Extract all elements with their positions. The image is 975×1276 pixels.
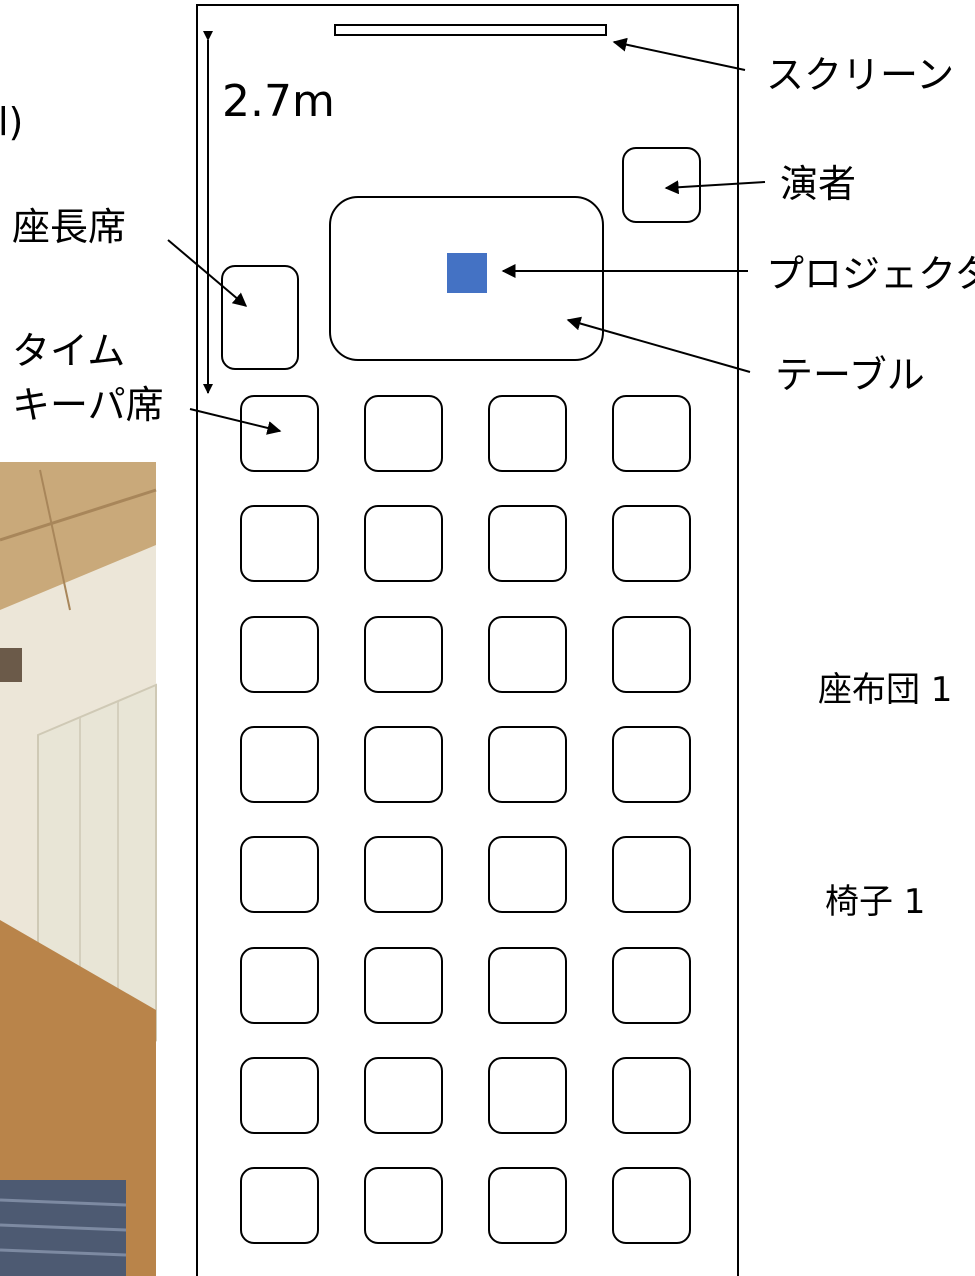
audience-seat [612,616,691,693]
timekeeper-arrow [189,408,282,435]
audience-seat [364,726,443,803]
cushion-label: 座布団 1 [818,670,952,710]
presenter-seat [622,147,701,223]
audience-seat [364,505,443,582]
audience-seat [240,395,319,472]
audience-seat [488,1167,567,1244]
timekeeper-label-line1: タイム [12,329,125,373]
audience-seat [364,1167,443,1244]
screen-bar [334,24,607,36]
audience-seat [488,395,567,472]
air-vent [0,648,22,682]
audience-seat [612,726,691,803]
screen-label: スクリーン [766,53,954,97]
projector-label: プロジェクタ [766,252,975,296]
audience-seat [488,836,567,913]
audience-seat [364,836,443,913]
table-arrow [566,316,751,373]
audience-seat [364,1057,443,1134]
photo-ceiling [0,462,156,610]
presenter-label: 演者 [780,162,856,206]
audience-seat [612,947,691,1024]
chair-label: 椅子 1 [825,882,925,922]
moderator-seat [221,265,299,370]
audience-seat [240,505,319,582]
timekeeper-label-line2: キーパ席 [12,383,164,427]
audience-seat [488,505,567,582]
audience-seat [612,1057,691,1134]
seat-grid [240,395,691,1244]
audience-seat [488,1057,567,1134]
audience-seat [240,1167,319,1244]
room-photo [0,462,157,1276]
audience-seat [240,947,319,1024]
presenter-arrow [664,180,766,195]
audience-seat [364,616,443,693]
audience-seat [240,836,319,913]
audience-seat [612,505,691,582]
audience-seat [612,395,691,472]
table-label: テーブル [775,353,925,397]
audience-seat [364,395,443,472]
audience-seat [364,947,443,1024]
dimension-label: 2.7m [222,76,335,127]
audience-seat [488,726,567,803]
screen-arrow [612,37,746,71]
audience-seat [240,1057,319,1134]
audience-seat [612,1167,691,1244]
moderator-arrow [167,239,248,307]
projector [447,253,487,293]
audience-seat [612,836,691,913]
audience-seat [240,726,319,803]
audience-seat [488,616,567,693]
audience-seat [240,616,319,693]
room-outline [196,4,739,1276]
audience-seat [488,947,567,1024]
cut-off-text: l) [0,100,23,144]
moderator-seat-label: 座長席 [12,205,126,249]
